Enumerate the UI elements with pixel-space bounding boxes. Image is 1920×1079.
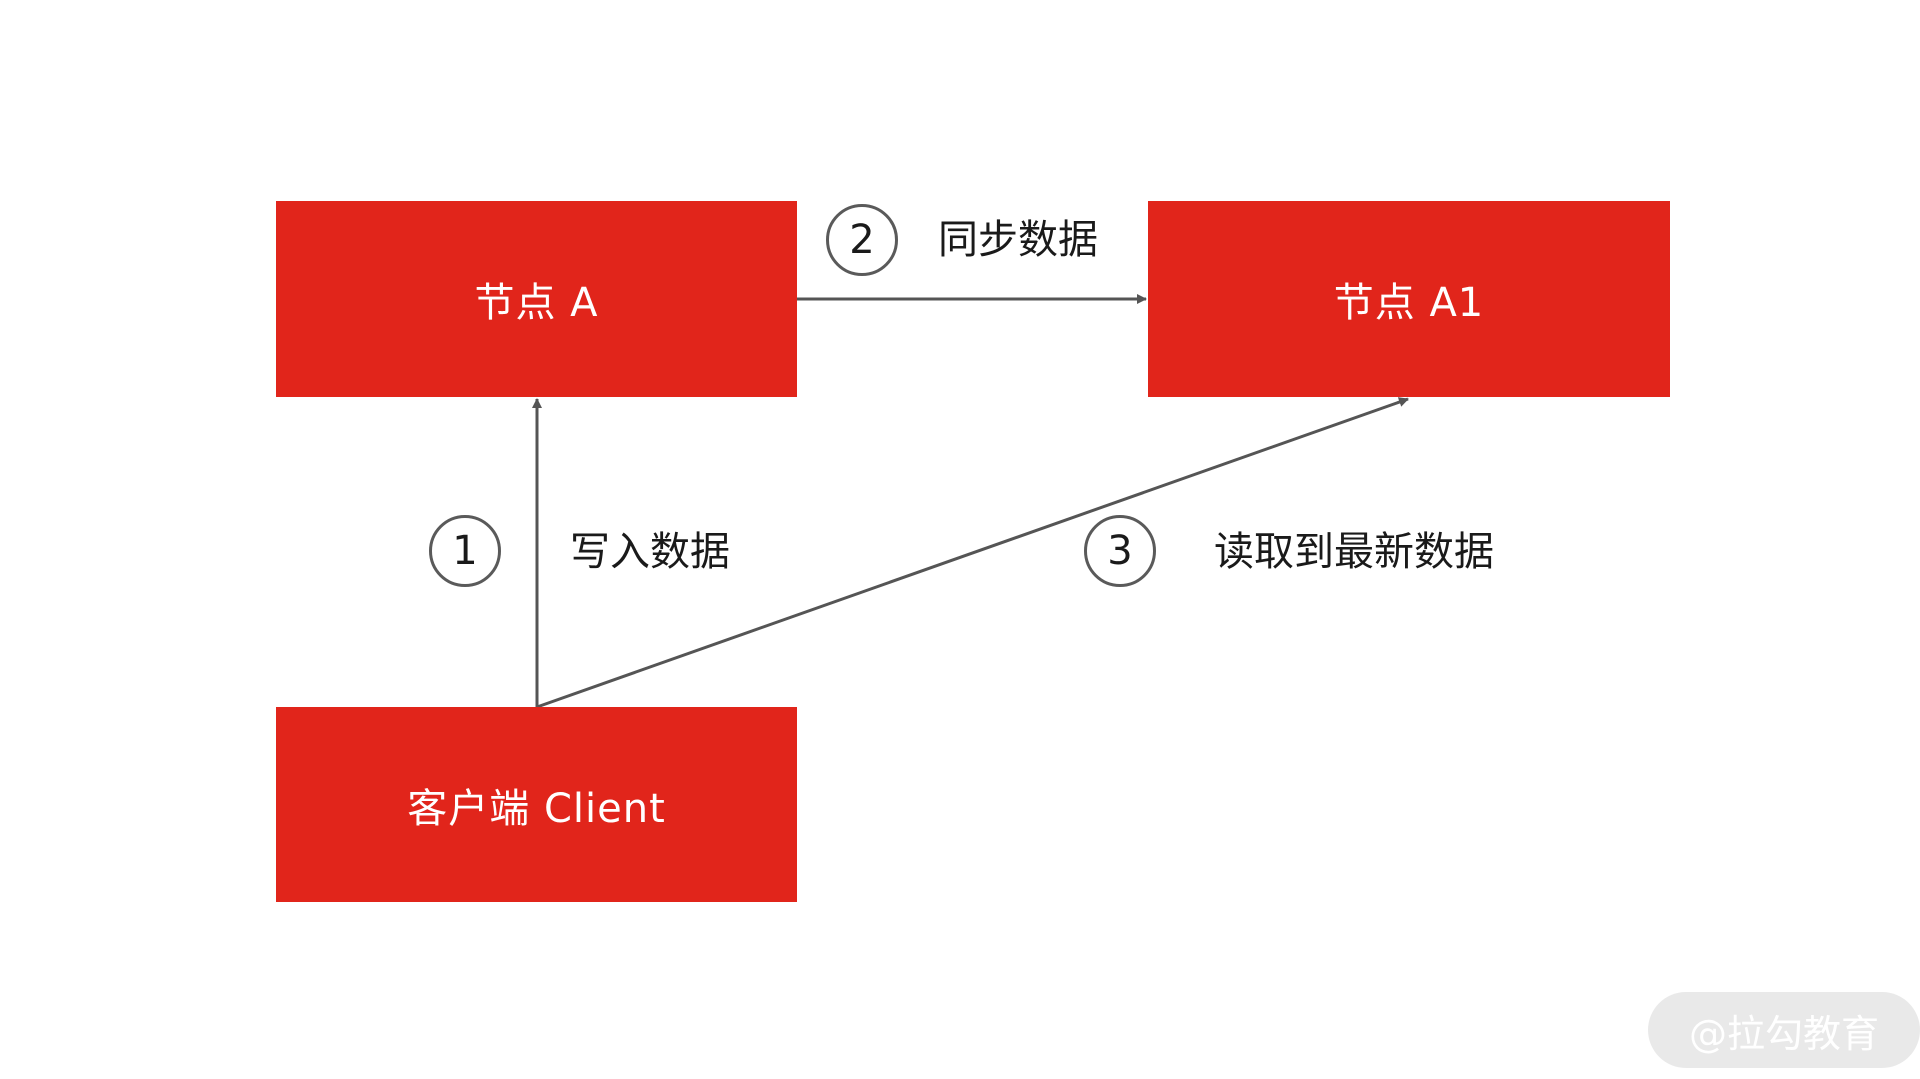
step-2-label: 同步数据 [938, 217, 1098, 263]
client-box: 客户端 Client [276, 707, 797, 902]
node-a1-label: 节点 A1 [1333, 280, 1485, 326]
node-a1-box: 节点 A1 [1148, 201, 1670, 397]
step-1-badge: 1 [429, 515, 501, 587]
step-2-number: 2 [849, 217, 875, 263]
node-a-box: 节点 A [276, 201, 797, 397]
watermark-text: @拉勾教育 [1688, 1011, 1879, 1056]
node-a-label: 节点 A [474, 280, 599, 326]
watermark-badge: @拉勾教育 [1648, 992, 1920, 1068]
step-2-badge: 2 [826, 204, 898, 276]
client-label: 客户端 Client [407, 785, 666, 832]
arrow-client-to-node-a1 [536, 397, 1409, 709]
step-3-label: 读取到最新数据 [1214, 529, 1494, 575]
step-3-badge: 3 [1084, 515, 1156, 587]
step-3-number: 3 [1107, 528, 1133, 574]
step-1-number: 1 [452, 528, 478, 574]
step-1-label: 写入数据 [570, 529, 730, 575]
